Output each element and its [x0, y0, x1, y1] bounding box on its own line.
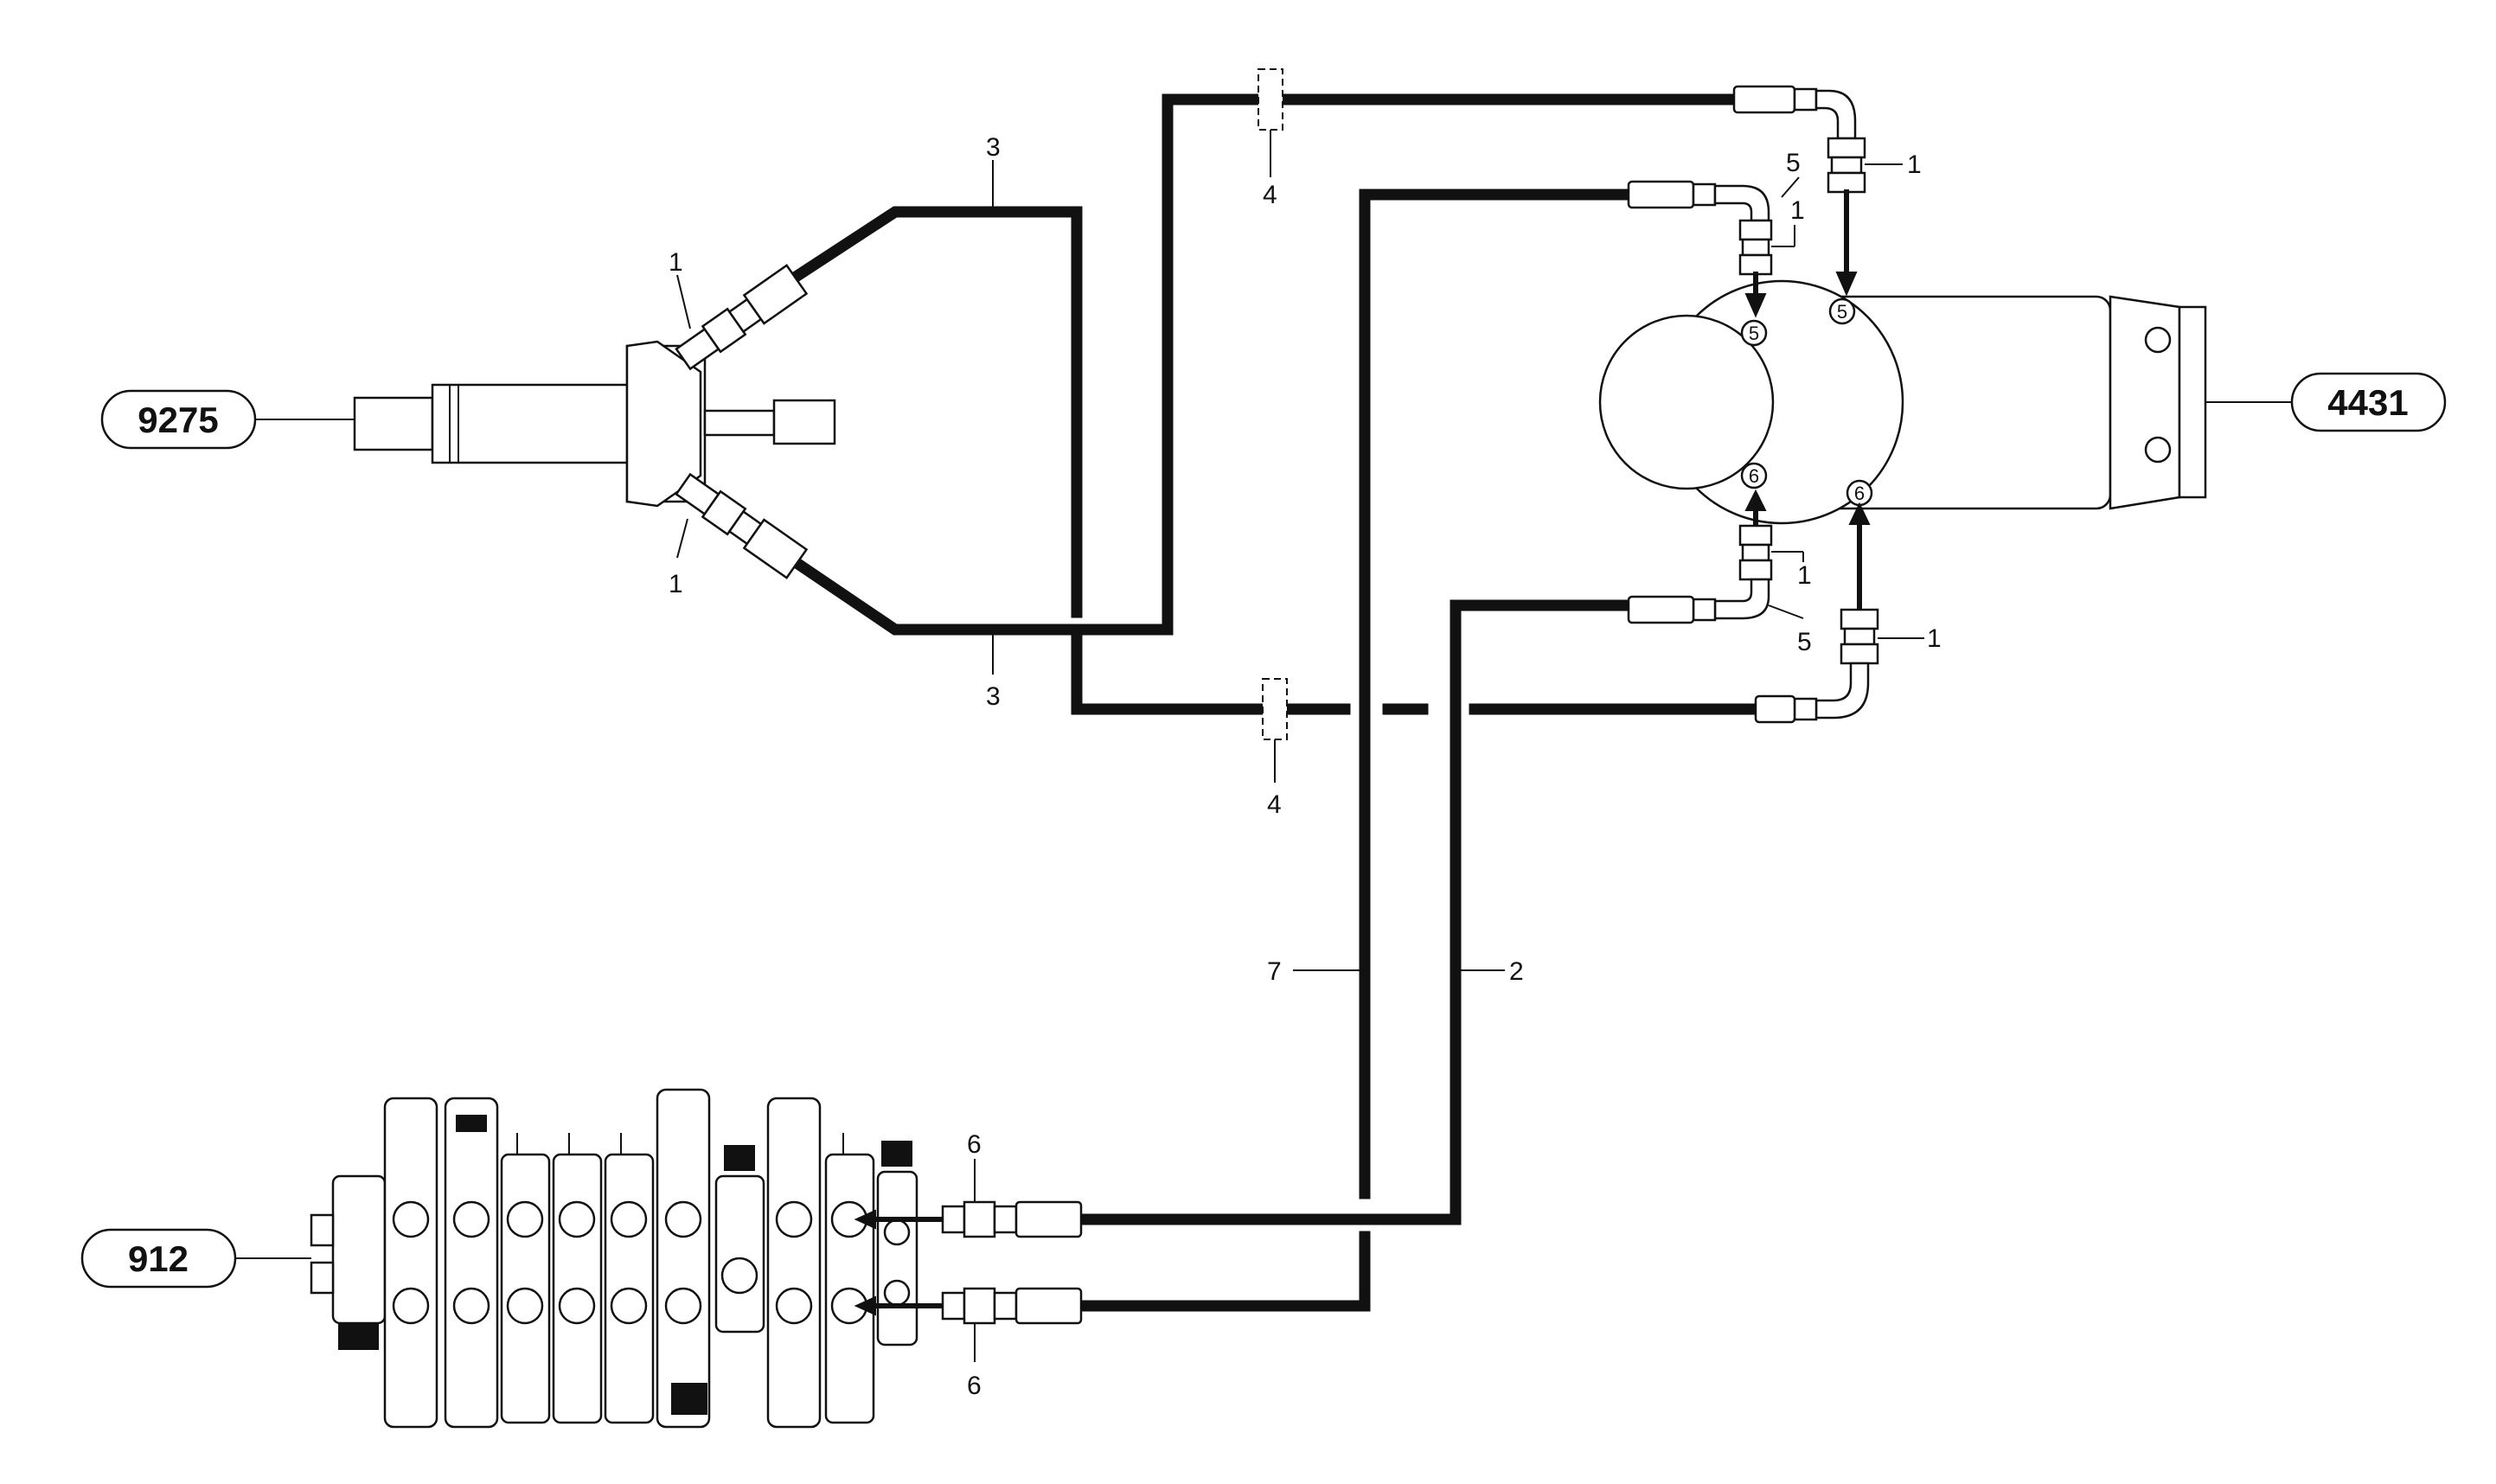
- callout-adapter-cyl-bottom: 1: [669, 570, 683, 598]
- svg-text:5: 5: [1749, 323, 1759, 344]
- callout-adapter-bot-right: 1: [1927, 624, 1942, 653]
- hose-route-top: [1071, 93, 1740, 636]
- svg-text:5: 5: [1837, 301, 1847, 323]
- callout-hose-upper: 3: [986, 133, 1001, 162]
- callout-adapter-top-right: 1: [1907, 150, 1922, 179]
- svg-text:9275: 9275: [138, 400, 218, 440]
- callout-clamp-lower: 4: [1267, 790, 1282, 819]
- hose-3-upper: [775, 206, 1083, 618]
- motor-fittings: [1627, 85, 1879, 724]
- callouts: 3 3 1 1 4 4 5 1 1 1 5 1 7 2 6 6: [669, 133, 1942, 1400]
- valve-912: [310, 1088, 1083, 1429]
- callout-hose-lower: 3: [986, 682, 1001, 711]
- hose-2: [1075, 599, 1635, 1225]
- callout-elbow-top: 5: [1786, 149, 1801, 177]
- callout-clamp-upper: 4: [1263, 181, 1277, 209]
- hose-lines: [774, 93, 1762, 1312]
- svg-text:4431: 4431: [2327, 382, 2408, 423]
- hose-7-lower: [1075, 1231, 1371, 1312]
- port-bottom-right: 6: [1846, 479, 1873, 507]
- svg-text:912: 912: [128, 1238, 189, 1279]
- port-bottom-left: 6: [1740, 462, 1768, 489]
- callout-elbow-bottom: 5: [1797, 628, 1812, 656]
- svg-text:6: 6: [1854, 483, 1865, 504]
- label-9275: 9275: [100, 389, 355, 450]
- hose-7: [1359, 189, 1635, 1199]
- callout-hose-7: 7: [1267, 957, 1282, 986]
- motor-4431: 5 5 6 6: [1598, 279, 2207, 525]
- hose-route-bottom-a: [1071, 638, 1351, 715]
- cylinder-9275: [353, 264, 836, 579]
- valve-sections: [383, 1088, 918, 1429]
- port-top-right: 5: [1828, 297, 1856, 325]
- clamp-lower: [1262, 678, 1288, 783]
- svg-text:6: 6: [1749, 465, 1759, 487]
- label-4431: 4431: [2205, 372, 2447, 432]
- callout-hose-2: 2: [1509, 957, 1524, 986]
- callout-adapter-cyl-top: 1: [669, 248, 683, 277]
- callout-fitting-valve-top: 6: [967, 1130, 982, 1159]
- label-912: 912: [80, 1228, 311, 1289]
- callout-fitting-valve-bottom: 6: [967, 1372, 982, 1400]
- callout-adapter-top-mid: 1: [1790, 196, 1805, 225]
- clamp-upper: [1258, 68, 1283, 177]
- callout-adapter-bot-mid: 1: [1797, 561, 1812, 590]
- hose-3-lower: [774, 545, 1083, 652]
- port-top-left: 5: [1740, 319, 1768, 347]
- valve-fittings: [854, 1200, 1083, 1325]
